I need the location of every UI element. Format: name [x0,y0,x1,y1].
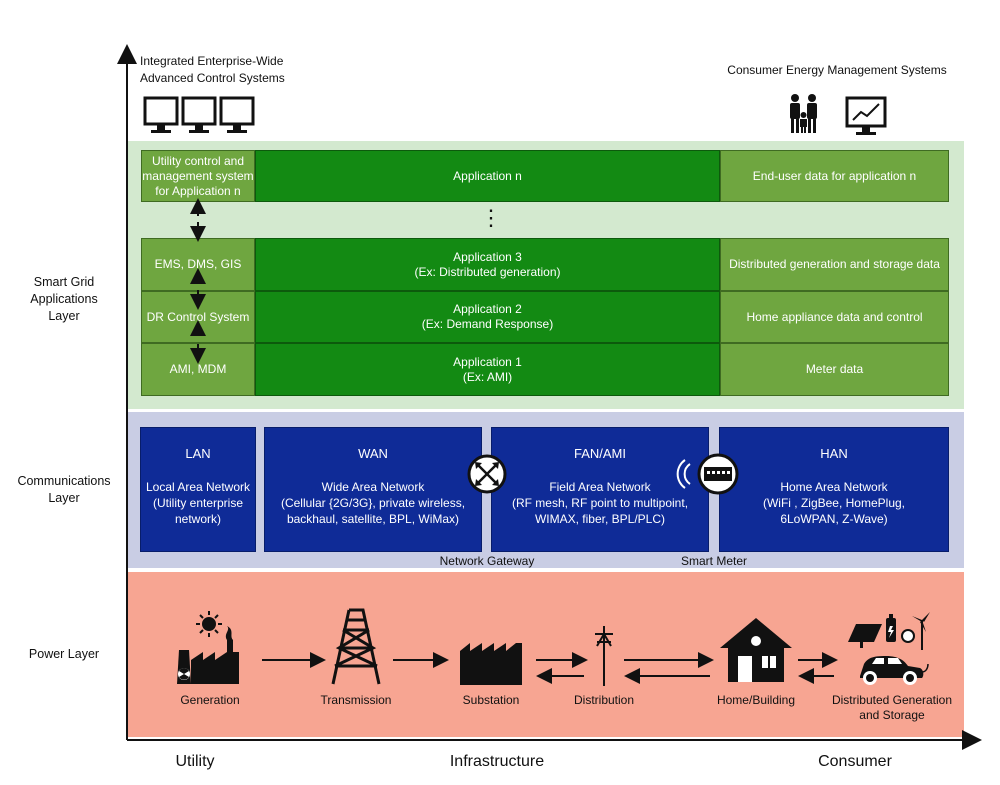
fan-ami-box: FAN/AMI Field Area Network (RF mesh, RF … [491,427,709,552]
transmission-label: Transmission [320,693,392,707]
lan-box: LAN Local Area Network (Utility enterpri… [140,427,256,552]
house-icon [720,618,792,682]
lan-desc: Local Area Network (Utility enterprise n… [145,480,251,526]
power-layer-label: Power Layer [28,647,100,661]
system-cell-application-n: Utility control and management system fo… [141,150,255,202]
x-label-consumer: Consumer [818,753,892,770]
substation-icon [460,643,522,685]
han-title: HAN [820,446,848,461]
family-icon [790,94,817,133]
substation-label: Substation [462,693,520,707]
wan-title: WAN [358,446,388,461]
distribution-label: Distribution [573,693,635,707]
network-gateway-icon [467,454,507,494]
han-desc: Home Area Network (WiFi , ZigBee, HomePl… [762,480,906,526]
consumer-cell-application-n: End-user data for application n [720,150,949,202]
generation-label: Generation [180,693,240,707]
applications-layer-label: Smart Grid Applications Layer [30,275,98,323]
solar-wind-ev-icon [848,612,930,685]
wan-desc: Wide Area Network (Cellular {2G/3G}, pri… [280,480,466,526]
monitor-chart-icon [845,96,887,135]
distributed-generation-label: Distributed Generation and Storage [831,693,953,722]
application-1-cell: Application 1 (Ex: AMI) [255,343,720,396]
han-box: HAN Home Area Network (WiFi , ZigBee, Ho… [719,427,949,552]
transmission-tower-icon [331,608,381,685]
consumer-cell-application-3: Distributed generation and storage data [720,238,949,291]
network-gateway-label: Network Gateway [439,554,535,568]
consumer-ems-title: Consumer Energy Management Systems [727,63,947,77]
fan-ami-desc: Field Area Network (RF mesh, RF point to… [511,480,689,526]
power-plant-icon [177,611,239,684]
application-n-cell: Application n [255,150,720,202]
fan-ami-title: FAN/AMI [573,446,626,461]
wan-box: WAN Wide Area Network (Cellular {2G/3G},… [264,427,482,552]
communications-layer-label: Communications Layer [17,474,111,505]
x-label-infrastructure: Infrastructure [449,753,545,770]
lan-title: LAN [185,446,211,461]
home-building-label: Home/Building [716,693,796,707]
advanced-control-systems-title: Integrated Enterprise-Wide Advanced Cont… [140,54,285,85]
application-3-cell: Application 3 (Ex: Distributed generatio… [255,238,720,291]
system-link-arrows [190,198,206,364]
consumer-cell-application-1: Meter data [720,343,949,396]
smart-meter-icon [676,453,739,495]
utility-pole-icon [595,626,613,686]
x-label-utility: Utility [175,753,215,770]
smart-meter-label: Smart Meter [680,554,747,568]
application-2-cell: Application 2 (Ex: Demand Response) [255,291,720,343]
monitors-icon [143,96,255,133]
consumer-cell-application-2: Home appliance data and control [720,291,949,343]
